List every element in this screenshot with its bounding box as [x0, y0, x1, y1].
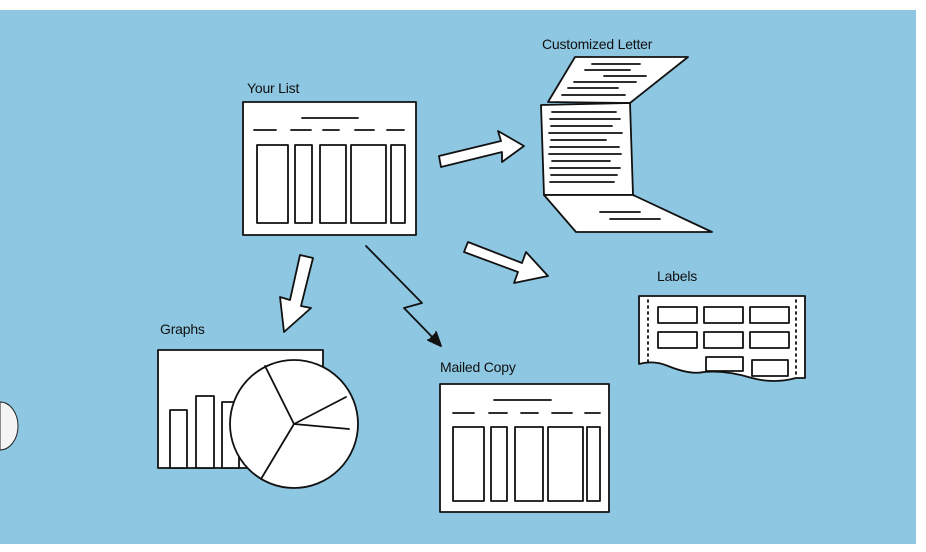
your-list-table-icon [242, 101, 417, 236]
left-edge-disc [0, 401, 19, 451]
label-your-list: Your List [247, 80, 300, 96]
mailed-copy-table-icon [439, 383, 610, 513]
arrow-to-labels [463, 241, 549, 284]
labels-sheet-icon [638, 295, 806, 382]
label-customized-letter: Customized Letter [542, 36, 653, 52]
mail-transfer-icon [365, 245, 442, 347]
arrow-to-letter [438, 130, 525, 168]
label-labels: Labels [657, 268, 698, 284]
label-mailed-copy: Mailed Copy [440, 359, 516, 375]
graphs-chart-icon [157, 349, 359, 489]
customized-letter-icon [540, 56, 713, 233]
label-graphs: Graphs [160, 321, 205, 337]
arrow-to-graphs [279, 254, 314, 333]
